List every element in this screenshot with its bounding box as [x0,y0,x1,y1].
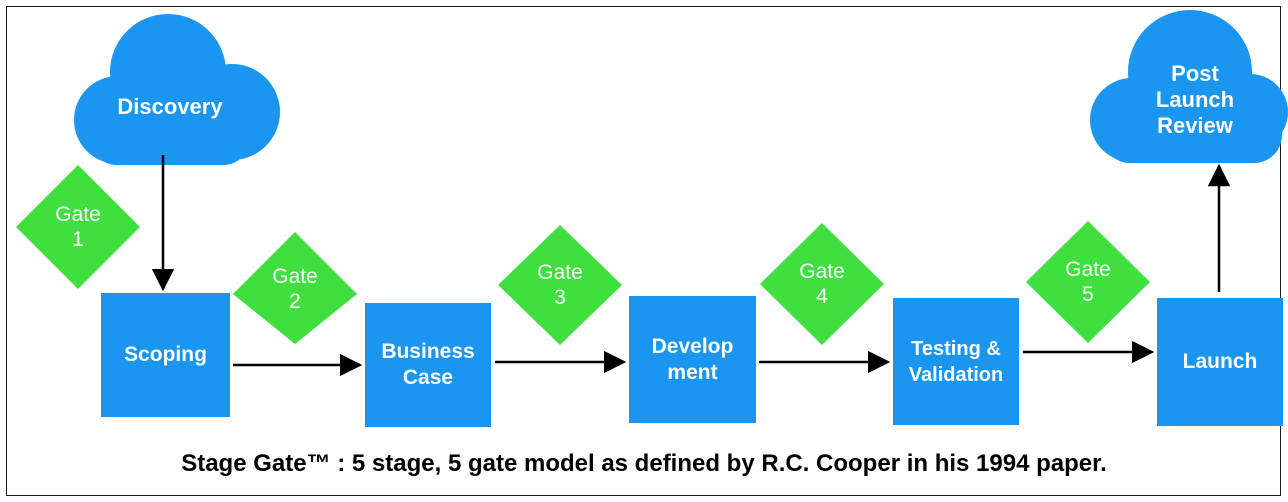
gate-4-diamond [760,223,884,345]
discovery-cloud [74,14,280,165]
gate-2-label: Gate 2 [272,265,318,313]
development-label: Develop ment [651,334,734,384]
testing-validation-label: Testing & Validation [908,337,1004,386]
gate-3-diamond [498,225,622,345]
diagram-frame [6,6,1281,496]
business-case-label: Business Case [381,340,475,389]
post-launch-review-cloud [1090,10,1288,163]
stage-launch-box [1157,298,1283,426]
stage-business-case-box [365,303,491,427]
launch-label: Launch [1182,350,1258,373]
stage-scoping-box [101,293,230,417]
stage-development-box [629,296,756,423]
gate-1-diamond [16,165,140,289]
gate-5-diamond [1026,221,1150,343]
gate-1-label: Gate 1 [55,203,101,251]
gate-3-label: Gate 3 [537,261,583,309]
stage-testing-box [893,298,1019,425]
scoping-label: Scoping [124,343,207,366]
post-launch-review-label: Post Launch Review [1155,61,1235,138]
gate-4-label: Gate 4 [799,260,845,308]
diagram-caption: Stage Gate™ : 5 stage, 5 gate model as d… [181,450,1107,477]
gate-5-label: Gate 5 [1065,258,1111,306]
discovery-label: Discovery [117,94,223,119]
gate-2-diamond [233,232,357,344]
